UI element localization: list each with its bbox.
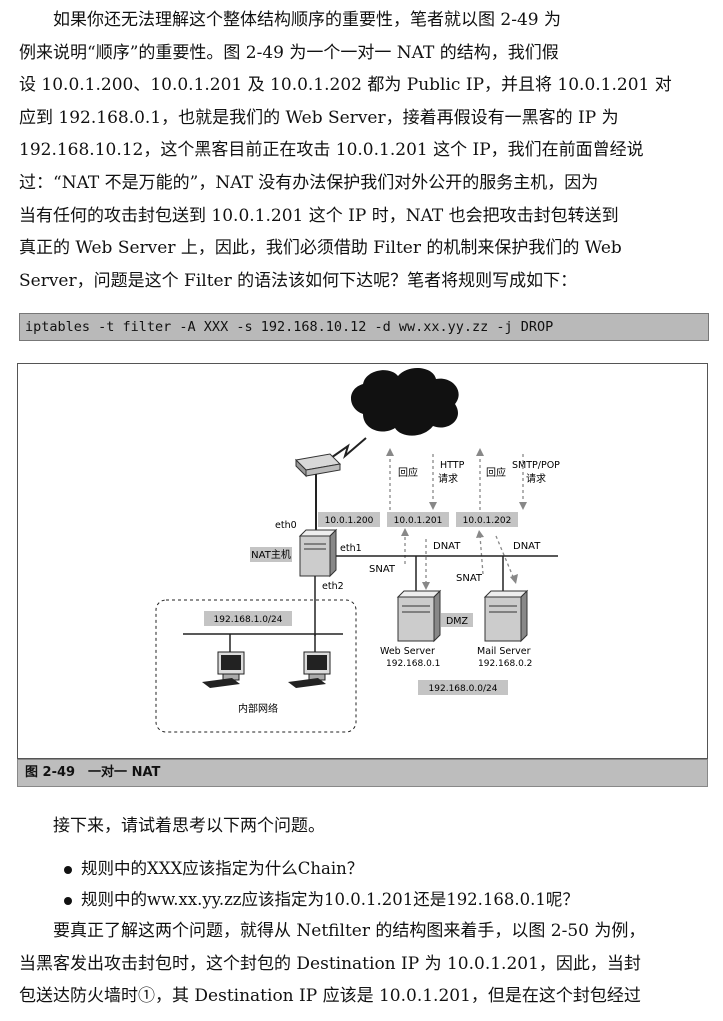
intro-line: 应到 192.168.0.1，也就是我们的 Web Server，接着再假设有一… — [19, 107, 619, 128]
mail-server-icon — [483, 589, 529, 643]
intro-line: 例来说明“顺序”的重要性。图 2-49 为一个一对一 NAT 的结构，我们假 — [19, 42, 559, 63]
lan-label: 内部网络 — [238, 702, 278, 715]
bullet-text: 规则中的XXX应该指定为什么Chain？ — [81, 859, 364, 878]
dmz-net-label: 192.168.0.0/24 — [429, 684, 498, 694]
dnat-label: DNAT — [513, 541, 541, 552]
nat-host-box — [250, 547, 292, 562]
snat-label: SNAT — [456, 573, 483, 584]
snat-label: SNAT — [369, 564, 396, 575]
nat-host-label: NAT主机 — [251, 548, 291, 561]
router-icon — [294, 453, 342, 478]
wan-link-icon — [327, 437, 367, 461]
smtp-label: SMTP/POP — [512, 460, 560, 471]
lan-net-label: 192.168.1.0/24 — [214, 615, 283, 625]
mail-server-ip: 192.168.0.2 — [478, 659, 532, 669]
intro-line: 当有任何的攻击封包送到 10.0.1.201 这个 IP 时，NAT 也会把攻击… — [19, 205, 619, 226]
ip-label: 10.0.1.200 — [325, 516, 374, 526]
closing-line: 当黑客发出攻击封包时，这个封包的 Destination IP 为 10.0.1… — [19, 953, 641, 974]
question-intro: 接下来，请试着思考以下两个问题。 — [19, 816, 325, 836]
internet-cloud-icon — [350, 368, 459, 436]
closing-line: 要真正了解这两个问题，就得从 Netfilter 的结构图来着手，以图 2-50… — [19, 921, 646, 941]
bullet-dot-icon — [64, 865, 72, 874]
request-label: 请求 — [438, 472, 458, 485]
intro-line: 如果你还无法理解这个整体结构顺序的重要性，笔者就以图 2-49 为 — [19, 10, 561, 30]
nat-diagram: 10.0.1.200 10.0.1.201 10.0.1.202 回应 HTTP… — [17, 363, 708, 759]
web-server-name: Web Server — [380, 646, 435, 657]
closing-line: 包送达防火墙时①，其 Destination IP 应该是 10.0.1.201… — [19, 986, 641, 1007]
intro-line: 设 10.0.1.200、10.0.1.201 及 10.0.1.202 都为 … — [19, 75, 672, 96]
command-block: iptables -t filter -A XXX -s 192.168.10.… — [19, 313, 709, 341]
web-server-ip: 192.168.0.1 — [386, 659, 440, 669]
dmz-net-box — [418, 680, 508, 695]
ip-box-200 — [318, 512, 380, 527]
web-server-icon — [396, 589, 442, 643]
intro-line: 真正的 Web Server 上，因此，我们必须借助 Filter 的机制来保护… — [19, 238, 622, 259]
ip-box-201 — [387, 512, 449, 527]
dmz-box — [441, 613, 473, 627]
workstation-icon — [288, 651, 331, 688]
reply-label: 回应 — [486, 466, 506, 479]
reply-label: 回应 — [398, 466, 418, 479]
dmz-label: DMZ — [446, 616, 469, 627]
lan-net-box — [204, 611, 292, 626]
ip-box-202 — [456, 512, 518, 527]
intro-line: 192.168.10.12，这个黑客目前正在攻击 10.0.1.201 这个 I… — [19, 140, 644, 161]
http-label: HTTP — [440, 460, 465, 471]
bullet-dot-icon — [64, 896, 72, 905]
intro-line: 过：“NAT 不是万能的”，NAT 没有办法保护我们对外公开的服务主机，因为 — [19, 172, 599, 193]
figure-caption: 图 2-49 一对一 NAT — [17, 759, 708, 787]
question-bullet: 规则中的ww.xx.yy.zz应该指定为10.0.1.201还是192.168.… — [64, 886, 579, 910]
request-label: 请求 — [526, 472, 546, 485]
bullet-text: 规则中的ww.xx.yy.zz应该指定为10.0.1.201还是192.168.… — [81, 890, 579, 909]
ip-label: 10.0.1.201 — [394, 516, 443, 526]
workstation-icon — [202, 651, 245, 688]
lan-zone — [155, 599, 357, 733]
intro-paragraph: 如果你还无法理解这个整体结构顺序的重要性，笔者就以图 2-49 为 例来说明“顺… — [19, 4, 709, 297]
eth0-label: eth0 — [275, 520, 297, 531]
mail-server-name: Mail Server — [477, 646, 531, 657]
closing-paragraph: 要真正了解这两个问题，就得从 Netfilter 的结构图来着手，以图 2-50… — [19, 915, 709, 1013]
nat-server-icon — [298, 528, 338, 578]
dnat-label: DNAT — [433, 541, 461, 552]
eth2-label: eth2 — [322, 581, 344, 592]
question-bullet: 规则中的XXX应该指定为什么Chain？ — [64, 855, 363, 879]
eth1-label: eth1 — [340, 543, 362, 554]
intro-line: Server，问题是这个 Filter 的语法该如何下达呢？笔者将规则写成如下： — [19, 270, 578, 291]
ip-label: 10.0.1.202 — [463, 516, 512, 526]
